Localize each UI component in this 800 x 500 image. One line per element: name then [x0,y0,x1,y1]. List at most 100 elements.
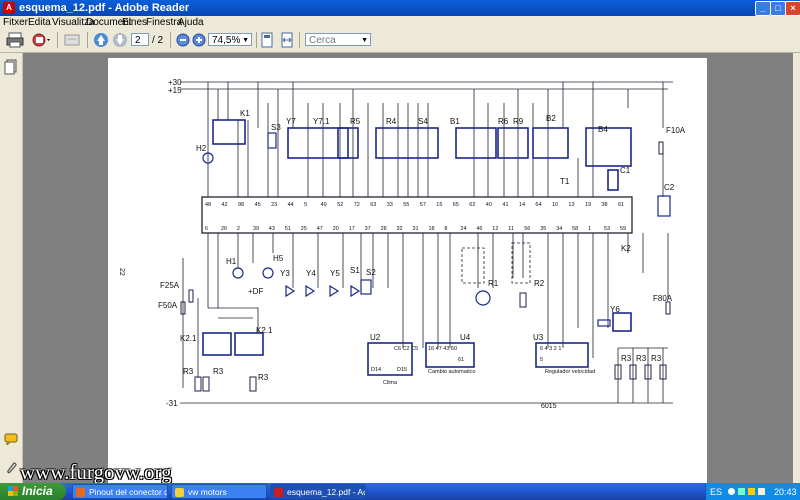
connector-bottom-pin: 59 [620,226,626,232]
label-r9: R9 [513,117,524,126]
network-icon[interactable] [728,488,735,495]
schematic-reference: 6015 [541,403,557,410]
connector-top-pin: 48 [205,202,211,208]
label-r3-5: R3 [636,354,647,363]
attachments-panel-icon[interactable] [4,460,18,474]
label-y3: Y3 [280,269,290,278]
connector-bottom-pin: 53 [604,226,610,232]
label-c1: C1 [620,166,631,175]
rail-31: -31 [166,399,178,408]
maximize-button[interactable]: □ [770,1,786,16]
label-s4: S4 [418,117,428,126]
connector-bottom-pin: 6 [205,226,208,232]
label-r4: R4 [386,117,397,126]
messenger-icon[interactable] [758,488,765,495]
label-y71: Y7.1 [313,117,330,126]
zoom-in-icon[interactable] [191,32,207,48]
page-total: / 2 [152,35,164,46]
shield-icon[interactable] [738,488,745,495]
connector-bottom-pin: 25 [301,226,307,232]
connector-bottom-pin: 32 [397,226,403,232]
fit-width-icon[interactable] [280,32,294,48]
comments-panel-icon[interactable] [4,433,18,445]
zoom-level-select[interactable]: 74,5%▼ [208,33,252,46]
connector-bottom-pin: 1 [588,226,591,232]
label-s1: S1 [350,266,360,275]
connector-top-pin: 38 [602,202,608,208]
connector-bottom-pin: 37 [365,226,371,232]
start-button[interactable]: Inicia [0,483,66,500]
label-y5: Y5 [330,269,340,278]
zoom-out-icon[interactable] [175,32,191,48]
rail-30: +30 [168,78,182,87]
label-r3-4: R3 [621,354,632,363]
label-r3-1: R3 [183,367,194,376]
language-indicator[interactable]: ES [710,487,723,497]
taskbar-item-vw-motors[interactable]: vw motors [171,484,267,499]
menu-document[interactable]: Document [86,17,132,28]
previous-page-icon[interactable] [93,32,109,48]
connector-bottom-pin: 26 [221,226,227,232]
connector-top-pin: 10 [552,202,558,208]
connector-top-pin: 55 [403,202,409,208]
print-icon[interactable] [6,32,24,48]
connector-bottom-pin: 39 [253,226,259,232]
vertical-scrollbar[interactable] [793,53,800,483]
page-number-input[interactable]: 2 [131,33,149,46]
menu-edit[interactable]: Edita [28,17,51,28]
clock[interactable]: 20:43 [774,487,797,497]
label-r6: R6 [498,117,509,126]
page-side-number: 22 [118,268,125,276]
label-s2: S2 [366,268,376,277]
menu-window[interactable]: Finestra [146,17,183,28]
u4-pins: 16 47 43 60 [428,346,457,352]
label-df: +DF [248,287,263,296]
u3-pins2: 5 [540,357,543,363]
adobe-reader-icon [274,488,283,497]
u4-caption: Cambio automatico [428,369,475,375]
connector-bottom-pin: 56 [524,226,530,232]
menu-help[interactable]: Ajuda [178,17,204,28]
connector-top-pin: 40 [486,202,492,208]
fit-page-icon[interactable] [260,32,274,48]
task-label: esquema_12.pdf - Ad... [287,487,365,497]
taskbar-item-adobe-reader[interactable]: esquema_12.pdf - Ad... [270,484,366,499]
windows-flag-icon [8,486,18,496]
label-y6: Y6 [610,305,620,314]
label-h5: H5 [273,254,284,263]
connector-top-pin: 63 [370,202,376,208]
connector-top-pin: 15 [436,202,442,208]
label-r5: R5 [350,117,361,126]
next-page-icon[interactable] [112,32,128,48]
search-input[interactable]: Cerca▼ [305,33,371,46]
connector-top-pin: 14 [519,202,525,208]
folder-icon [175,488,184,497]
menu-file[interactable]: Fitxer [3,17,28,28]
attach-icon[interactable] [63,32,81,48]
u4-pins2: 61 [458,357,464,363]
taskbar-item-firefox[interactable]: Pinout del conector d... [72,484,168,499]
label-k21-a: K2.1 [180,334,197,343]
connector-bottom-pin: 24 [460,226,466,232]
menu-tools[interactable]: Eines [122,17,148,28]
window-titlebar: A esquema_12.pdf - Adobe Reader _ □ × [0,0,800,16]
connector-top-pin: 41 [502,202,508,208]
adobe-reader-icon: A [3,2,15,14]
pages-panel-icon[interactable] [4,59,18,75]
menu-view[interactable]: Visualitza [52,17,95,28]
label-b2: B2 [546,114,556,123]
connector-top-pin: 44 [288,202,294,208]
firefox-icon [76,488,85,497]
connector-bottom-pin: 28 [381,226,387,232]
connector-bottom-pin: 12 [492,226,498,232]
connector-top-pin: 23 [271,202,277,208]
connector-bottom-pin: 18 [429,226,435,232]
close-button[interactable]: × [785,1,800,16]
task-label: vw motors [188,487,227,497]
minimize-button[interactable]: _ [755,1,771,16]
volume-icon[interactable] [748,488,755,495]
watermark-furgovw: www.furgovw.org [20,460,172,484]
email-icon[interactable] [31,32,53,48]
system-tray: ES 20:43 [705,483,800,500]
